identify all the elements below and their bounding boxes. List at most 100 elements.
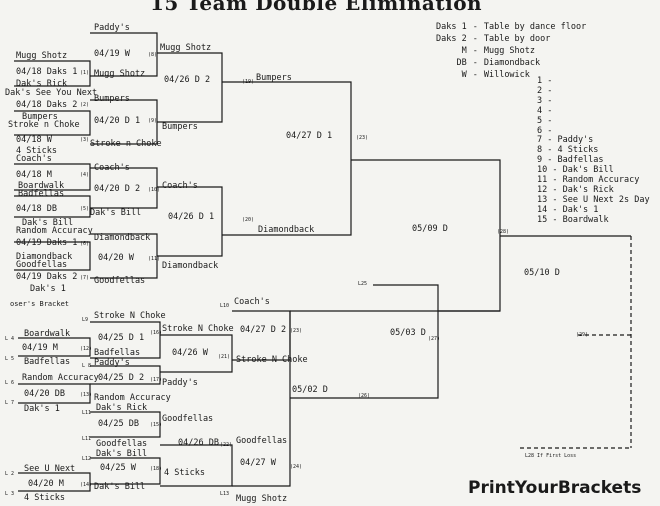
match-number: (26): [358, 393, 371, 399]
match-info: 04/20 DB: [24, 389, 65, 399]
team-name: Diamondback: [16, 252, 73, 262]
match-number: (27): [428, 336, 441, 342]
legend-code: Daks 1: [436, 22, 467, 32]
section-label: oser's Bracket: [10, 300, 70, 308]
team-name: Dak's Rick: [96, 403, 148, 413]
legend-desc: Table by dance floor: [483, 22, 587, 32]
legend-row: W-Willowick: [434, 70, 588, 80]
match-info: 04/18 M: [16, 170, 52, 180]
legend-code: M: [461, 46, 467, 56]
team-name: Badfellas: [18, 189, 65, 199]
match-info: 04/19 Daks 1: [16, 238, 78, 248]
loser-ref: L 7: [5, 400, 15, 406]
match-number: (4): [80, 172, 90, 178]
team-name: Dak's Bill: [94, 482, 146, 492]
match-number: (11): [148, 256, 161, 262]
match-info: 04/26 W: [172, 348, 208, 358]
match-number: (14): [80, 482, 93, 488]
team-name: 4 Sticks: [16, 146, 57, 156]
team-name: Random Accuracy: [94, 393, 171, 403]
match-number: (8): [148, 52, 158, 58]
match-info: 04/18 Daks 1: [16, 67, 78, 77]
match-number: (20): [242, 217, 255, 223]
match-number: (10): [148, 187, 161, 193]
team-name: Bumpers: [22, 112, 58, 122]
placement-item: 12 - Dak's Rick: [537, 184, 614, 195]
team-name: Dak's Rick: [16, 79, 68, 89]
match-info: 04/25 D 1: [98, 333, 145, 343]
match-info: 04/27 D 2: [240, 325, 287, 335]
match-info: 05/02 D: [292, 385, 328, 395]
match-info: 04/20 D 1: [94, 116, 141, 126]
team-name: Mugg Shotz: [16, 51, 68, 61]
team-name: Diamondback: [94, 233, 151, 243]
match-number: (5): [80, 206, 90, 212]
match-info: 05/09 D: [412, 224, 448, 234]
match-info: 04/26 D 2: [164, 75, 211, 85]
placement-item: 14 - Dak's 1: [537, 204, 599, 215]
placement-item: 5 -: [537, 115, 553, 126]
team-name: Paddy's: [94, 23, 130, 33]
placement-item: 4 -: [537, 105, 553, 116]
team-name: Boardwalk: [24, 329, 71, 339]
team-name: 4 Sticks: [24, 493, 65, 503]
team-name: Badfellas: [94, 348, 141, 358]
match-info: 04/27 D 1: [286, 131, 333, 141]
team-name: Coach's: [94, 163, 130, 173]
brand-logo: PrintYourBrackets: [468, 478, 642, 498]
match-info: 04/25 D 2: [98, 373, 145, 383]
loser-ref: L10: [220, 303, 230, 309]
team-name: Mugg Shotz: [94, 69, 146, 79]
match-info: 04/25 DB: [98, 419, 139, 429]
team-name: Dak's Bill: [90, 208, 142, 218]
placement-item: 11 - Random Accuracy: [537, 175, 640, 186]
team-name: Dak's Bill: [22, 218, 74, 228]
match-number: (23): [290, 328, 303, 334]
placement-item: 13 - See U Next 2s Day: [537, 194, 650, 205]
loser-ref: L 8: [82, 363, 92, 369]
match-number: (15): [150, 422, 163, 428]
final-placements: 1 - 2 - 3 - 4 - 5 - 6 - 7 - Paddy's 8 - …: [537, 76, 650, 226]
match-info: 05/10 D: [524, 268, 560, 278]
legend-row: Daks 2-Table by door: [434, 34, 588, 44]
team-name: Bumpers: [162, 122, 198, 132]
match-number: (13): [80, 392, 93, 398]
match-number: (3): [80, 137, 90, 143]
legend-desc: Table by door: [483, 34, 551, 44]
loser-ref: L25: [358, 281, 368, 287]
legend-code: DB: [456, 58, 467, 68]
team-name: Bumpers: [94, 94, 130, 104]
placement-item: 2 -: [537, 85, 553, 96]
placement-item: 8 - 4 Sticks: [537, 145, 599, 156]
legend-row: M-Mugg Shotz: [434, 46, 588, 56]
team-name: Stroke n Choke: [8, 120, 80, 130]
match-number: (22): [220, 442, 233, 448]
page-title: 15 Team Double Elimination: [150, 0, 483, 15]
team-name: Mugg Shotz: [160, 43, 212, 53]
match-number: (12): [80, 346, 93, 352]
team-name: Dak's Bill: [96, 449, 148, 459]
match-number: (19): [242, 79, 255, 85]
placement-item: 9 - Badfellas: [537, 155, 604, 166]
loser-ref: L 3: [5, 491, 15, 497]
match-number: (1): [80, 70, 90, 76]
match-number: (23): [356, 135, 369, 141]
match-info: 04/18 W: [16, 135, 52, 145]
loser-ref: L9: [82, 317, 89, 323]
legend-row: Daks 1-Table by dance floor: [436, 22, 587, 32]
team-name: Mugg Shotz: [236, 494, 288, 504]
match-info: 04/20 W: [98, 253, 134, 263]
loser-ref: L11: [82, 410, 92, 416]
match-number: (28): [497, 229, 510, 235]
team-name: Coach's: [16, 154, 52, 164]
note: L28 If First Loss: [525, 453, 577, 459]
team-name: Stroke n Choke: [90, 139, 162, 149]
team-name: 4 Sticks: [164, 468, 205, 478]
loser-ref: L13: [220, 491, 230, 497]
legend-code: W: [461, 70, 467, 80]
team-name: Stroke N Choke: [94, 311, 166, 321]
location-legend: Daks 1-Table by dance floor Daks 2-Table…: [432, 20, 590, 82]
loser-ref: L 2: [5, 471, 15, 477]
match-info: 04/26 DB: [178, 438, 219, 448]
team-name: Dak's 1: [30, 284, 66, 294]
